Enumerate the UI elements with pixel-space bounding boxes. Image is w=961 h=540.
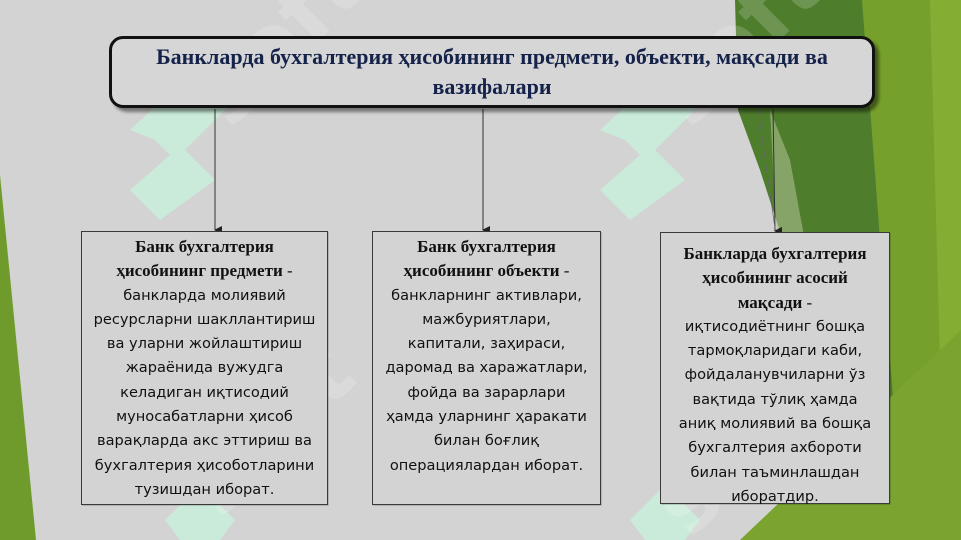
card-body-line: муносабатларни ҳисоб — [116, 408, 293, 426]
card-lead-line: Банк бухгалтерия — [417, 237, 556, 256]
card-body-line: жараёнида вужудга — [125, 359, 284, 377]
card-body-line: банкларнинг активлари, — [391, 286, 582, 304]
card-body-line: ҳамда уларнинг ҳаракати — [386, 408, 587, 426]
card-body-line: бухгалтерия ҳисоботларини — [94, 456, 315, 474]
card-purpose: Банкларда бухгалтерия ҳисобининг асосий … — [660, 232, 890, 505]
card-dash: - — [802, 292, 813, 312]
card-body-line: фойдаланувчиларни ўз — [684, 366, 866, 384]
card-body-line: келадиган иқтисодий — [120, 383, 289, 401]
card-body-line: капитали, заҳираси, — [407, 335, 566, 353]
card-body-line: билан таъминлашдан — [690, 463, 860, 481]
card-body-line: ва уларни жойлаштириш — [106, 335, 303, 353]
card-lead-line: ҳисобининг асосий — [702, 268, 848, 288]
card-body-line: ресурсларни шакллантириш — [93, 310, 316, 328]
card-body-line: аниқ молиявий ва бошқа — [678, 415, 872, 433]
card-dash: - — [282, 261, 293, 281]
card-lead-line: Банкларда бухгалтерия — [683, 244, 867, 263]
card-body-line: варақларда акс эттириш ва — [97, 432, 312, 450]
card-body-line: операциялардан иборат. — [389, 456, 584, 474]
card-body-line: мажбуриятлари, — [422, 310, 551, 328]
card-object: Банк бухгалтерия ҳисобининг объекти - ба… — [372, 231, 601, 505]
card-body-line: даромад ва харажатлари, — [385, 359, 588, 377]
card-body-line: билан боғлиқ — [433, 432, 540, 450]
card-body-line: тармоқларидаги каби, — [687, 342, 863, 360]
slide-title: Банкларда бухгалтерия ҳисобининг предмет… — [156, 44, 828, 99]
card-lead-line: ҳисобининг предмети — [116, 261, 283, 281]
card-dash: - — [559, 261, 570, 281]
card-body-line: фойда ва зарарлари — [407, 383, 566, 401]
card-subject: Банк бухгалтерия ҳисобининг предмети - б… — [81, 231, 328, 505]
card-lead-line: Банк бухгалтерия — [135, 237, 274, 256]
card-body-line: иқтисодиётнинг бошқа — [684, 317, 866, 335]
card-lead-line: ҳисобининг объекти — [403, 261, 560, 281]
card-body-line: бухгалтерия ахбороти — [688, 439, 862, 457]
card-body-line: банкларда молиявий — [123, 286, 286, 304]
title-box: Банкларда бухгалтерия ҳисобининг предмет… — [109, 36, 875, 108]
card-body-line: вақтида тўлиқ ҳамда — [692, 390, 858, 408]
card-lead-line: мақсади — [737, 292, 803, 312]
card-body-line: иборатдир. — [731, 487, 819, 505]
card-body-line: тузишдан иборат. — [134, 480, 275, 498]
